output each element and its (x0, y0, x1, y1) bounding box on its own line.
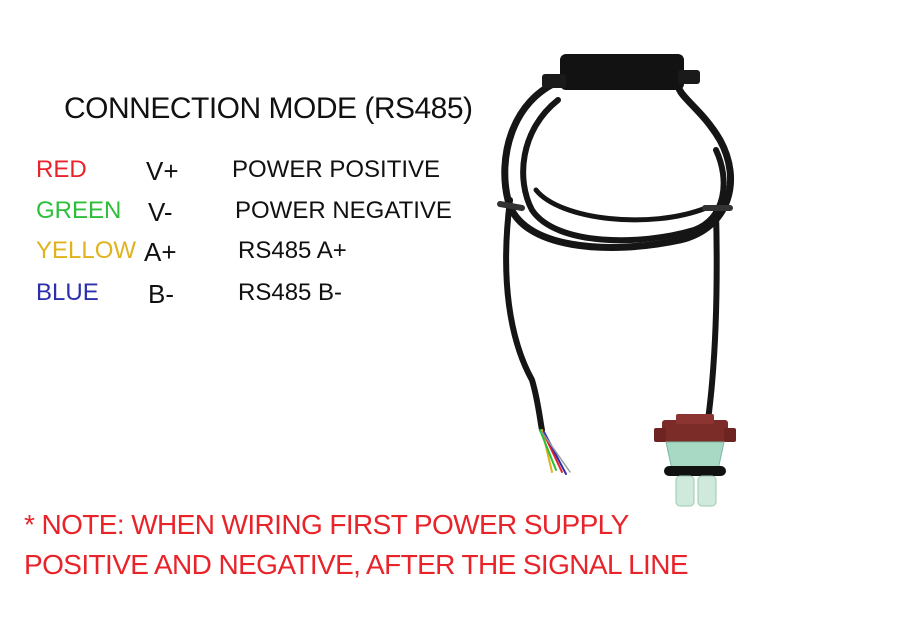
wire-description: RS485 B- (238, 279, 343, 306)
wiring-note: * NOTE: WHEN WIRING FIRST POWER SUPPLY P… (24, 505, 689, 585)
wire-color-label: BLUE (36, 279, 99, 306)
wire-symbol: V+ (146, 156, 179, 186)
wiring-note-line-1: * NOTE: WHEN WIRING FIRST POWER SUPPLY (24, 509, 629, 540)
wire-description: RS485 A+ (238, 237, 347, 264)
wire-color-label: RED (36, 156, 87, 183)
sensor-cable-icon (497, 54, 736, 507)
wire-color-label: YELLOW (36, 237, 137, 264)
wire-description: POWER NEGATIVE (235, 197, 452, 224)
wire-row-red: RED V+ POWER POSITIVE (36, 156, 516, 188)
wire-description: POWER POSITIVE (232, 156, 441, 183)
wire-symbol: V- (148, 197, 173, 227)
wire-symbol: B- (148, 279, 174, 309)
wire-row-blue: BLUE B- RS485 B- (36, 279, 516, 311)
wiring-note-line-2: POSITIVE AND NEGATIVE, AFTER THE SIGNAL … (24, 549, 689, 580)
wire-color-label: GREEN (36, 197, 122, 224)
page-title: CONNECTION MODE (RS485) (64, 92, 473, 125)
wire-row-green: GREEN V- POWER NEGATIVE (36, 197, 516, 229)
wire-row-yellow: YELLOW A+ RS485 A+ (36, 237, 516, 269)
wire-symbol: A+ (144, 237, 177, 267)
